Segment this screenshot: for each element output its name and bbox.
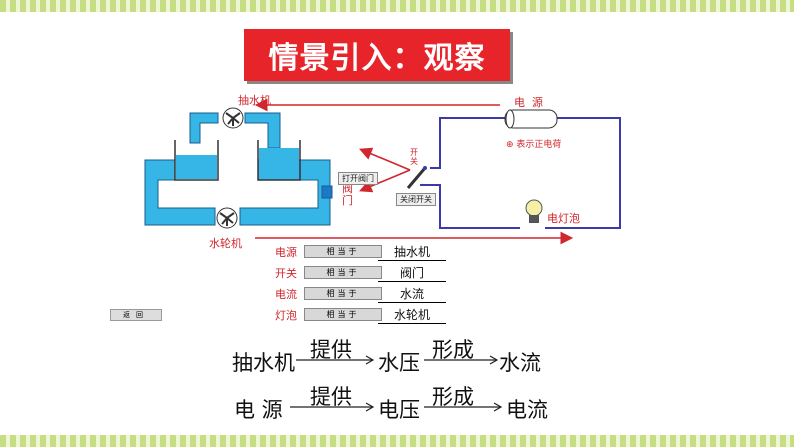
bulb-label: 电灯泡 bbox=[547, 212, 580, 225]
equivalence-term: 电流 bbox=[275, 288, 297, 301]
flow-start: 抽水机 bbox=[232, 351, 295, 375]
page-title: 情景引入：观察 bbox=[244, 29, 510, 81]
light-bulb-icon bbox=[525, 199, 543, 223]
flow-verb: 形成 bbox=[432, 338, 474, 362]
valve-label: 阀 门 bbox=[342, 182, 353, 207]
power-source-label: 电 源 bbox=[514, 96, 543, 109]
flow-arrows bbox=[254, 98, 574, 245]
switch-label: 开 关 bbox=[410, 148, 418, 166]
pump-label: 抽水机 bbox=[238, 94, 271, 107]
equivalent-button[interactable]: 相当于 bbox=[304, 287, 382, 300]
equivalence-row: 开关 相当于 阀门 bbox=[275, 264, 446, 282]
equivalence-term: 开关 bbox=[275, 267, 297, 280]
battery-icon bbox=[504, 109, 558, 129]
water-pipe-system bbox=[144, 112, 333, 226]
equivalence-answer: 水流 bbox=[378, 285, 446, 303]
turbine-fan-icon bbox=[216, 207, 238, 229]
flow-verb: 提供 bbox=[310, 385, 352, 409]
open-valve-button[interactable]: 打开阀门 bbox=[338, 172, 378, 185]
flow-middle: 水压 bbox=[378, 351, 420, 375]
close-switch-button[interactable]: 关闭开关 bbox=[396, 193, 436, 206]
decorative-bottom-border bbox=[0, 435, 794, 447]
equivalence-term: 灯泡 bbox=[275, 309, 297, 322]
equivalent-button[interactable]: 相当于 bbox=[304, 245, 382, 258]
equivalence-answer: 抽水机 bbox=[378, 243, 446, 261]
concept-flow-arrows bbox=[290, 355, 503, 412]
back-button[interactable]: 返回 bbox=[110, 309, 162, 321]
equivalence-term: 电源 bbox=[275, 246, 297, 259]
flow-middle: 电压 bbox=[378, 398, 420, 422]
equivalence-row: 电流 相当于 水流 bbox=[275, 285, 446, 303]
flow-end: 水流 bbox=[499, 351, 541, 375]
equivalence-answer: 阀门 bbox=[378, 264, 446, 282]
pump-fan-icon bbox=[222, 107, 244, 129]
flow-start: 电 源 bbox=[234, 398, 283, 422]
turbine-label: 水轮机 bbox=[209, 237, 242, 250]
flow-verb: 提供 bbox=[310, 338, 352, 362]
switch-icon bbox=[406, 166, 427, 189]
flow-verb: 形成 bbox=[432, 385, 474, 409]
equivalent-button[interactable]: 相当于 bbox=[304, 308, 382, 321]
decorative-top-border bbox=[0, 0, 794, 12]
equivalence-answer: 水轮机 bbox=[378, 306, 446, 324]
positive-charge-label: ⊕ 表示正电荷 bbox=[506, 140, 562, 150]
equivalent-button[interactable]: 相当于 bbox=[304, 266, 382, 279]
electric-circuit-wires bbox=[420, 117, 621, 229]
equivalence-row: 电源 相当于 抽水机 bbox=[275, 243, 446, 261]
equivalence-row: 灯泡 相当于 水轮机 bbox=[275, 306, 446, 324]
flow-end: 电流 bbox=[506, 398, 548, 422]
